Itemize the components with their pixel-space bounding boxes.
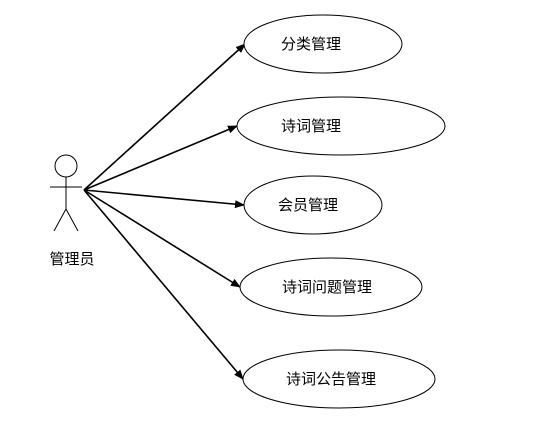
use-case-label: 诗词公告管理 — [286, 370, 376, 388]
actor-head — [54, 154, 78, 178]
actor: 管理员 — [49, 154, 95, 268]
use-case-ellipse — [243, 175, 383, 235]
use-case-ellipse — [242, 349, 436, 409]
association-member — [83, 189, 245, 209]
use-case-label: 会员管理 — [278, 196, 338, 214]
actor-left-leg — [53, 208, 67, 232]
association-poem-question — [83, 189, 241, 288]
actor-label: 管理员 — [49, 250, 94, 268]
use-case-ellipse — [236, 96, 446, 156]
use-case-member: 会员管理 — [243, 175, 383, 235]
use-case-poem: 诗词管理 — [236, 96, 446, 156]
association-poem — [83, 125, 238, 191]
use-case-label: 诗词管理 — [281, 117, 341, 135]
use-case-poem-question: 诗词问题管理 — [239, 257, 423, 317]
actor-right-leg — [65, 208, 79, 232]
use-case-ellipse — [243, 14, 403, 74]
use-case-ellipse — [239, 257, 423, 317]
use-case-poem-announcement: 诗词公告管理 — [242, 349, 436, 409]
association-category — [83, 43, 246, 191]
use-case-label: 诗词问题管理 — [282, 278, 372, 296]
use-case-category: 分类管理 — [243, 14, 403, 74]
association-poem-announcement — [83, 189, 244, 380]
associations — [83, 43, 246, 380]
use-case-label: 分类管理 — [281, 35, 341, 53]
